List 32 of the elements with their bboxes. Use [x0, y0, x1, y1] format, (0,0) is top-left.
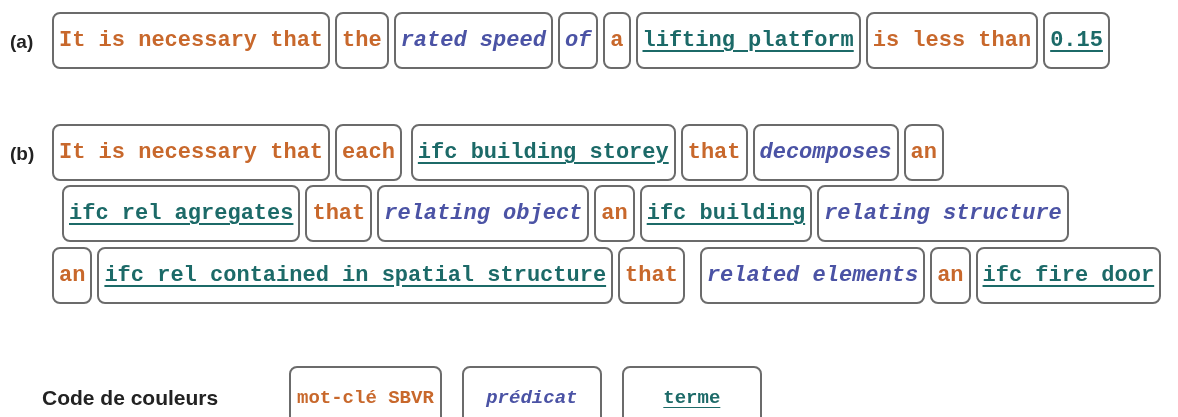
word-box: each — [335, 124, 402, 181]
word-box: relating structure — [817, 185, 1069, 242]
word-box: that — [618, 247, 685, 304]
word-box: ifc rel contained in spatial structure — [97, 247, 614, 304]
word-box: that — [680, 124, 748, 181]
word-box: It is necessary that — [52, 124, 331, 181]
legend-key: mot-clé SBVR — [289, 366, 442, 417]
word-box: It is necessary that — [52, 12, 331, 69]
word-box: that — [305, 185, 373, 242]
word-box: rated speed — [393, 12, 553, 69]
panel-label: (a) — [10, 30, 34, 54]
word-box: relating object — [377, 185, 590, 242]
word-box: ifc rel agregates — [62, 185, 301, 242]
word-box: related elements — [699, 247, 926, 304]
word-box: an — [903, 124, 944, 181]
word-box: ifc building storey — [410, 124, 676, 181]
word-box: an — [52, 247, 93, 304]
word-box: 0.15 — [1043, 12, 1110, 69]
word-box: a — [603, 12, 631, 69]
word-box: of — [557, 12, 599, 69]
legend-key: terme — [621, 366, 762, 417]
panel-label: (b) — [10, 142, 35, 166]
word-box: lifting platform — [635, 12, 861, 69]
word-box: ifc building — [639, 185, 813, 242]
word-box: decomposes — [752, 124, 899, 181]
word-box: ifc fire door — [975, 247, 1162, 304]
word-box: an — [930, 247, 971, 304]
word-box: is less than — [865, 12, 1039, 69]
legend-heading: Code de couleurs — [42, 385, 219, 411]
legend-key: prédicat — [461, 366, 602, 417]
word-box: the — [335, 12, 389, 69]
word-box: an — [594, 185, 635, 242]
